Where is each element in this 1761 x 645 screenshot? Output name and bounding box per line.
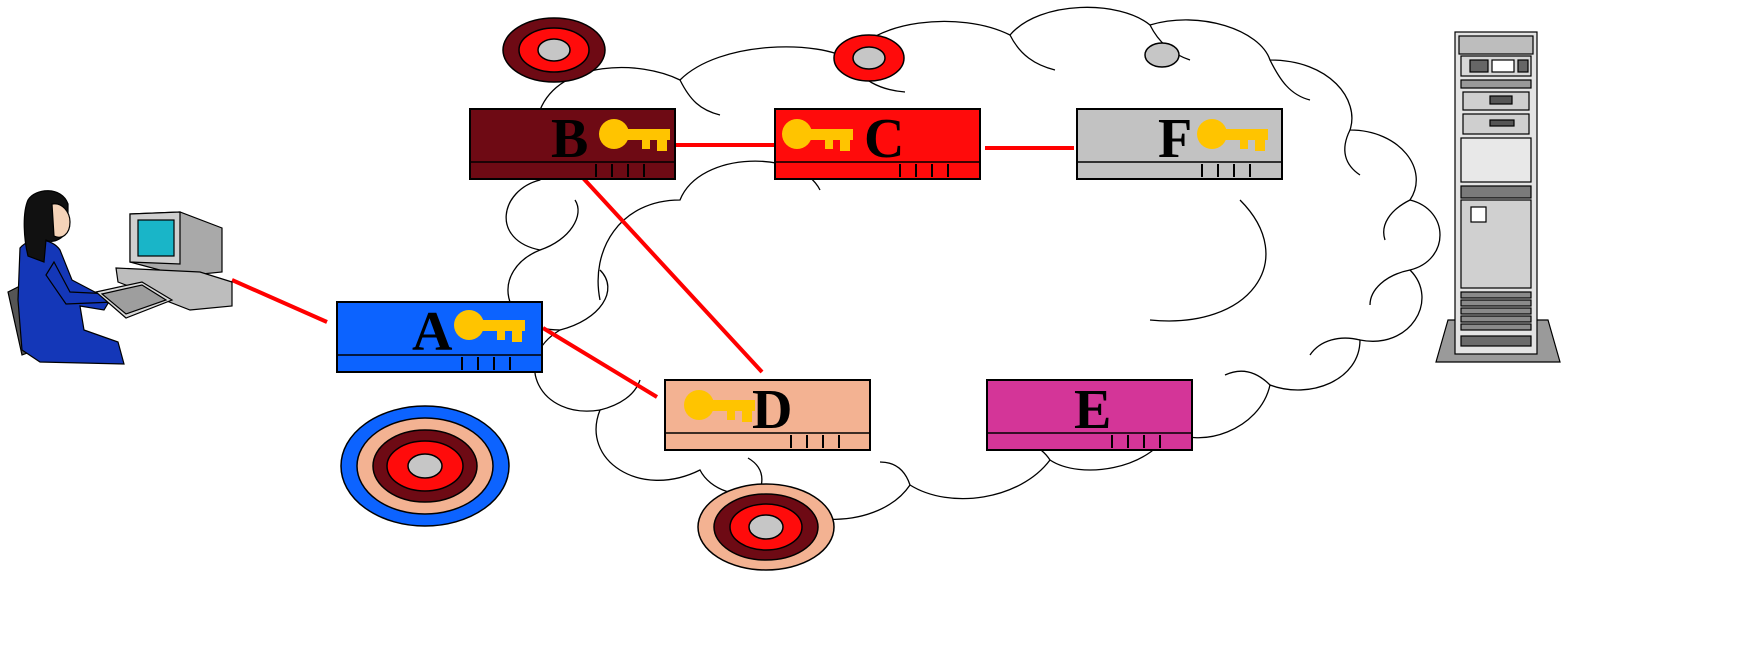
onion-token-b: [502, 17, 606, 83]
router-c-label: C: [864, 108, 904, 170]
network-cloud-icon: [490, 6, 1441, 521]
router-f: F: [1076, 108, 1283, 180]
router-e-label: E: [1074, 379, 1111, 441]
onion-token-c: [833, 34, 905, 82]
router-d-label: D: [752, 379, 792, 441]
router-c: C: [774, 108, 981, 180]
user-at-computer-icon: [7, 190, 233, 365]
router-a: A: [336, 301, 543, 373]
onion-token-d: [697, 483, 835, 571]
router-b-label: B: [551, 108, 588, 170]
onion-token-f: [1144, 42, 1180, 68]
onion-token-a: [340, 405, 510, 527]
router-f-label: F: [1158, 108, 1192, 170]
server-tower-icon: [1435, 31, 1561, 363]
router-e: E: [986, 379, 1193, 451]
network-links: [231, 143, 1074, 399]
router-d: D: [664, 379, 871, 451]
link-b-d: [581, 176, 764, 374]
link-user-a: [231, 278, 328, 324]
router-a-label: A: [412, 301, 453, 363]
router-b: B: [469, 108, 676, 180]
link-a-d: [541, 326, 659, 399]
